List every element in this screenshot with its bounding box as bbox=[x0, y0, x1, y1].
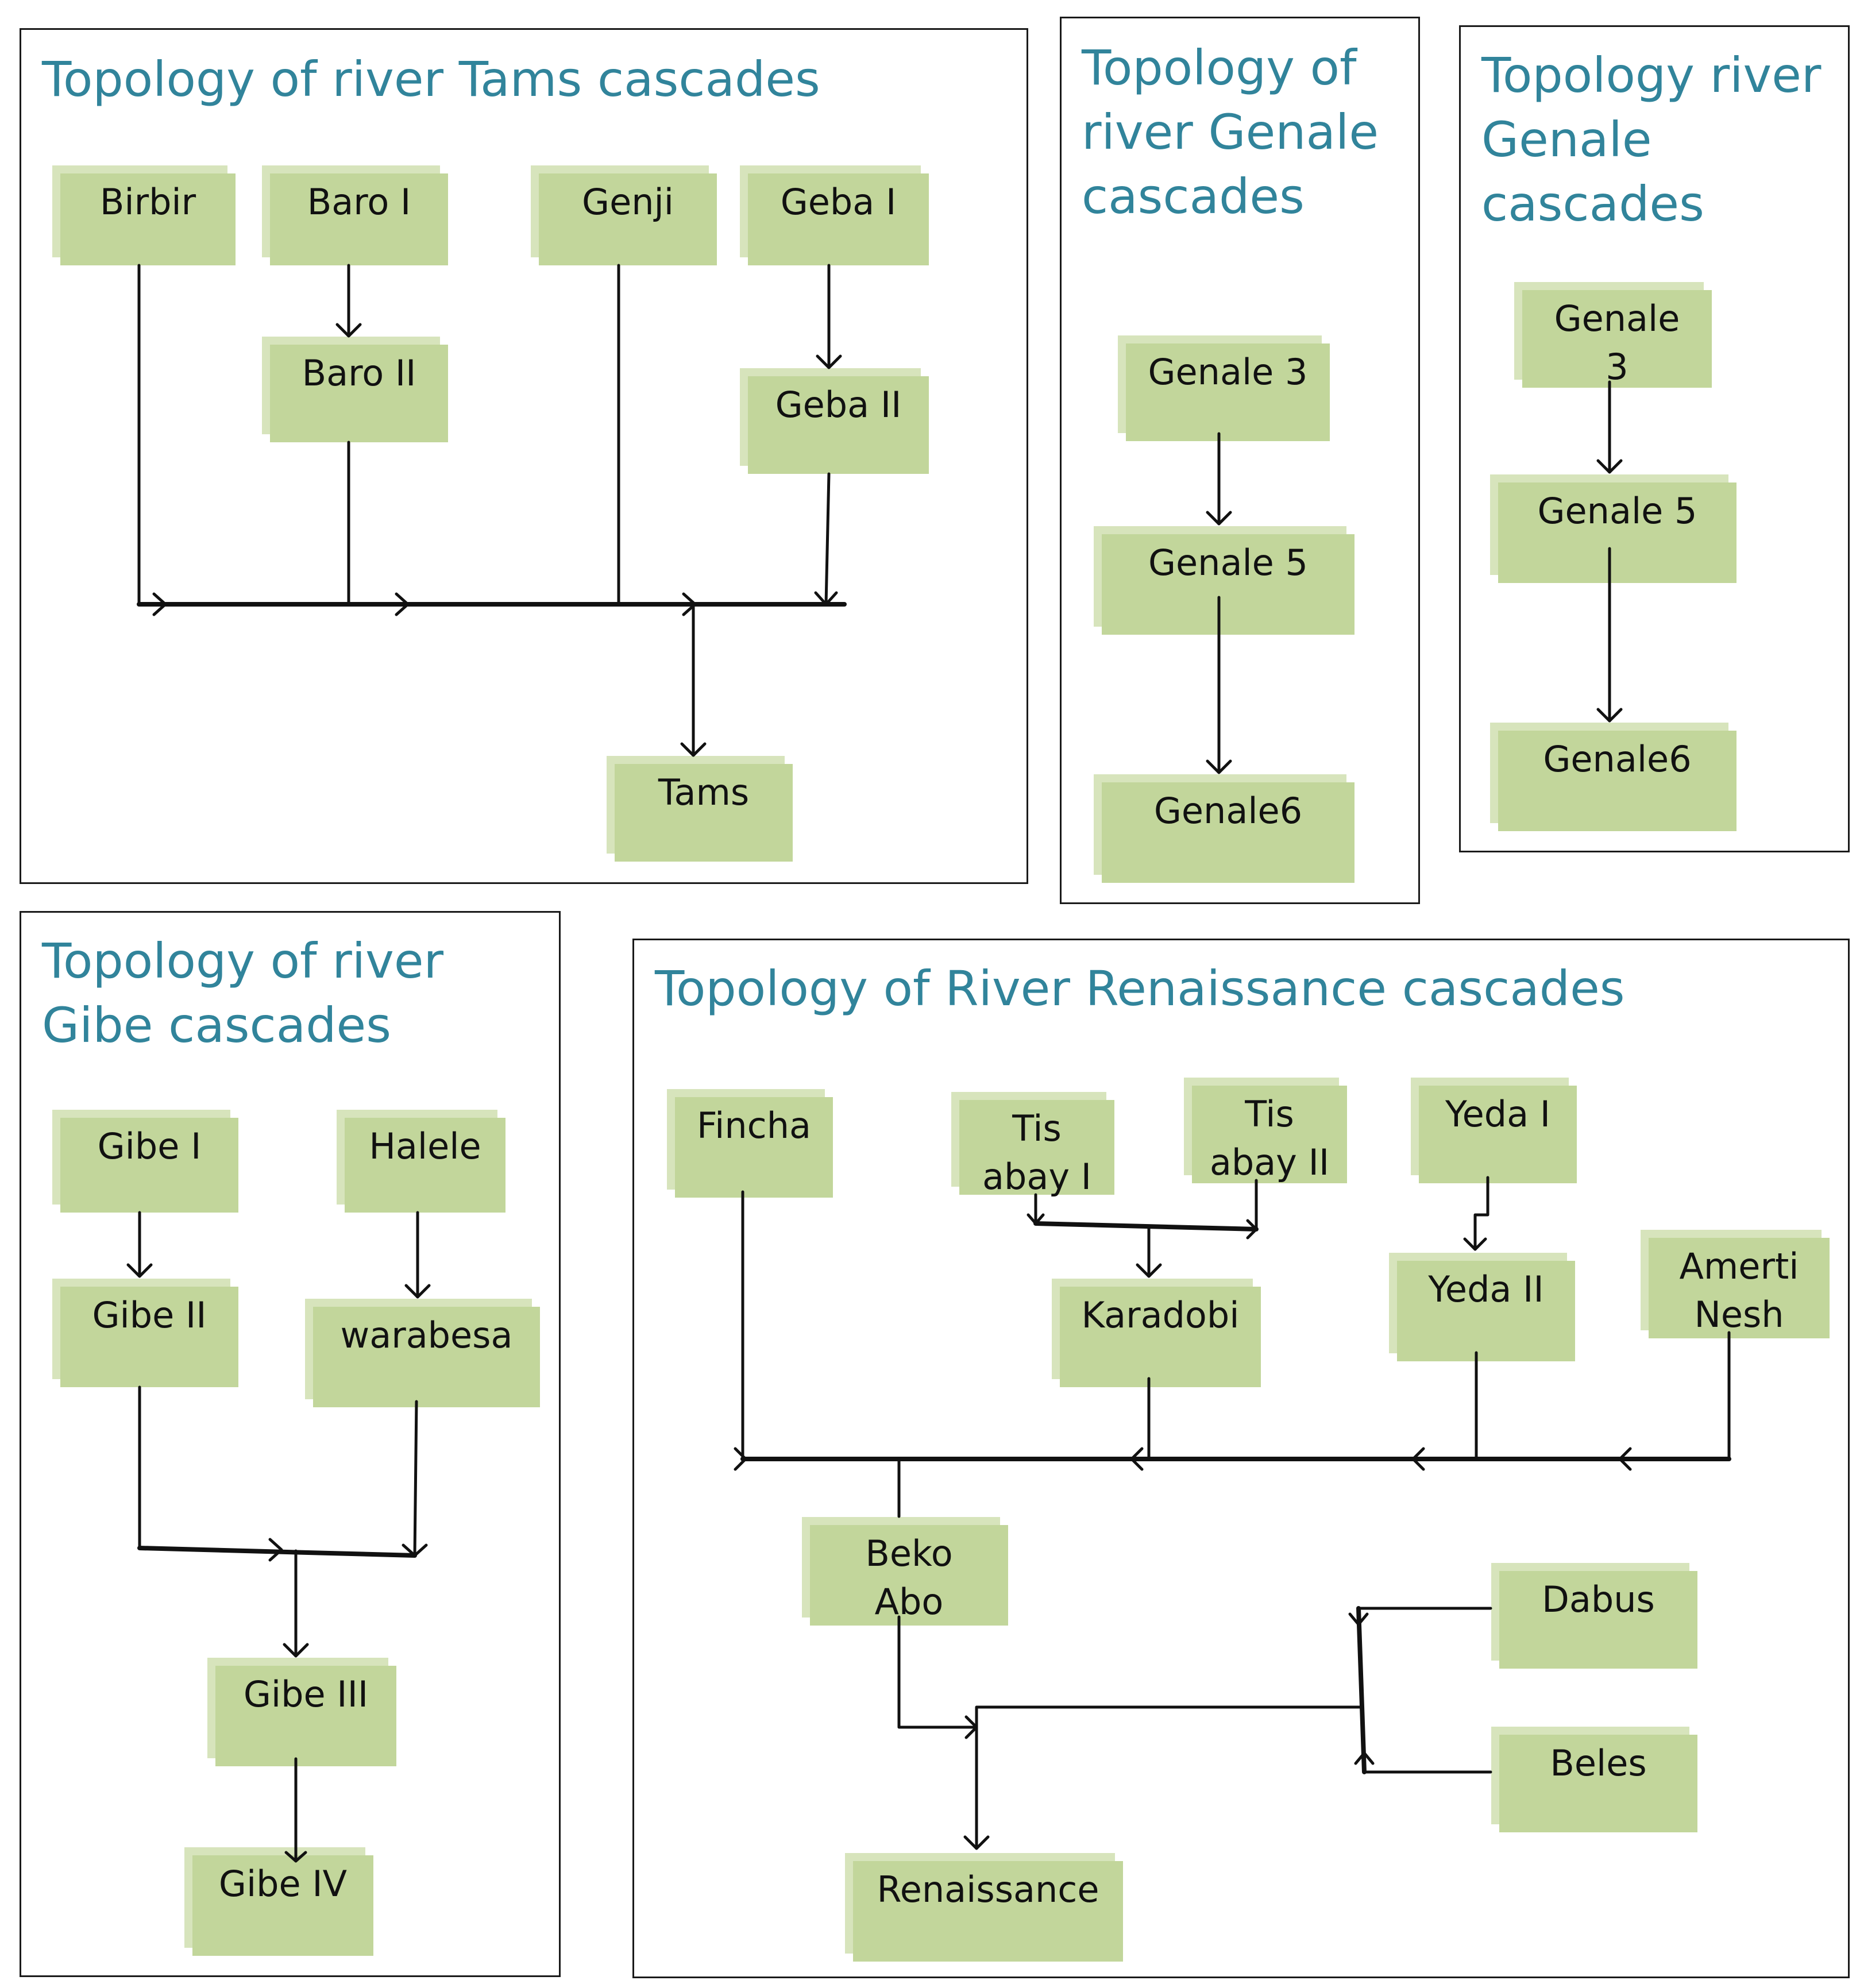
node-label: Beko Abo bbox=[865, 1533, 953, 1623]
node-label: Geba I bbox=[780, 181, 897, 223]
node-karadobi: Karadobi bbox=[1052, 1279, 1261, 1387]
node-beko-abo: Beko Abo bbox=[802, 1517, 1008, 1626]
node-geba-2: Geba II bbox=[740, 368, 929, 474]
node-label: Amerti Nesh bbox=[1679, 1245, 1799, 1335]
node-label: Genale6 bbox=[1153, 790, 1303, 832]
node-genale-5: Genale 5 bbox=[1094, 526, 1355, 635]
node-label: Baro I bbox=[307, 181, 411, 223]
node-label: Geba II bbox=[775, 384, 902, 426]
node-label: Genale 5 bbox=[1537, 490, 1697, 532]
node-label: Tis abay I bbox=[982, 1107, 1092, 1198]
node-baro-1: Baro I bbox=[262, 165, 448, 265]
node-genale-3: Genale 3 bbox=[1118, 335, 1330, 441]
node-gibe-3: Gibe III bbox=[207, 1658, 396, 1766]
node-label: Genale 5 bbox=[1148, 542, 1308, 584]
panel-gibe: Topology of river Gibe cascades bbox=[20, 911, 561, 1977]
panel-title: Topology of river Tams cascades bbox=[42, 51, 820, 107]
node-label: Karadobi bbox=[1081, 1294, 1240, 1336]
node-label: Gibe IV bbox=[218, 1863, 348, 1905]
node-label: Birbir bbox=[99, 181, 196, 223]
node-label: Tis abay II bbox=[1209, 1093, 1330, 1183]
node-label: Dabus bbox=[1542, 1578, 1655, 1620]
node-label: Fincha bbox=[696, 1105, 812, 1147]
node-label: Genji bbox=[582, 181, 674, 223]
node-genale-5: Genale 5 bbox=[1490, 474, 1736, 583]
node-label: Genale 3 bbox=[1148, 351, 1308, 393]
node-fincha: Fincha bbox=[667, 1089, 833, 1198]
node-birbir: Birbir bbox=[52, 165, 236, 265]
node-gibe-1: Gibe I bbox=[52, 1110, 238, 1213]
node-tams: Tams bbox=[607, 756, 793, 862]
node-label: Baro II bbox=[302, 352, 416, 394]
panel-genale-a: Topology of river Genale cascades bbox=[1060, 17, 1420, 904]
node-amerti-nesh: Amerti Nesh bbox=[1641, 1230, 1830, 1338]
node-label: Yeda II bbox=[1428, 1268, 1544, 1310]
node-label: Beles bbox=[1550, 1742, 1647, 1784]
node-label: Yeda I bbox=[1445, 1093, 1551, 1135]
panel-title: Topology river Genale cascades bbox=[1481, 47, 1822, 232]
node-halele: Halele bbox=[337, 1110, 505, 1213]
node-label: Genale6 bbox=[1543, 738, 1692, 780]
node-label: warabesa bbox=[340, 1314, 513, 1356]
panel-title: Topology of River Renaissance cascades bbox=[655, 960, 1625, 1017]
node-label: Gibe III bbox=[243, 1673, 369, 1715]
panel-title: Topology of river Gibe cascades bbox=[42, 933, 444, 1053]
node-dabus: Dabus bbox=[1491, 1563, 1697, 1669]
node-gibe-4: Gibe IV bbox=[184, 1847, 373, 1956]
node-genale-6: Genale6 bbox=[1094, 774, 1355, 883]
node-gibe-2: Gibe II bbox=[52, 1279, 238, 1387]
node-label: Halele bbox=[369, 1125, 481, 1167]
node-tis-abay-1: Tis abay I bbox=[951, 1092, 1114, 1198]
node-tis-abay-2: Tis abay II bbox=[1184, 1078, 1347, 1183]
node-label: Genale 3 bbox=[1554, 298, 1680, 388]
node-label: Gibe I bbox=[97, 1125, 202, 1167]
node-warabesa: warabesa bbox=[305, 1299, 540, 1407]
node-label: Gibe II bbox=[92, 1294, 207, 1336]
node-label: Renaissance bbox=[877, 1869, 1099, 1910]
node-genji: Genji bbox=[531, 165, 717, 265]
node-geba-1: Geba I bbox=[740, 165, 929, 265]
node-genale-6: Genale6 bbox=[1490, 723, 1736, 831]
node-label: Tams bbox=[658, 771, 750, 813]
node-yeda-2: Yeda II bbox=[1389, 1253, 1575, 1361]
node-yeda-1: Yeda I bbox=[1411, 1078, 1577, 1183]
panel-genale-b: Topology river Genale cascades bbox=[1459, 25, 1850, 852]
node-renaissance: Renaissance bbox=[845, 1853, 1123, 1962]
node-beles: Beles bbox=[1491, 1727, 1697, 1832]
node-baro-2: Baro II bbox=[262, 337, 448, 442]
panel-title: Topology of river Genale cascades bbox=[1082, 40, 1379, 225]
node-genale-3: Genale 3 bbox=[1514, 282, 1712, 388]
